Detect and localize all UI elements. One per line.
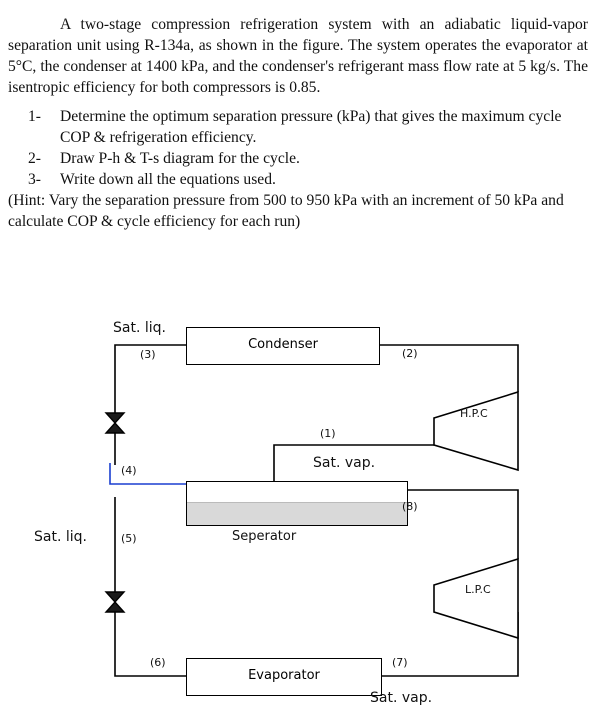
task-item: 2- Draw P-h & T-s diagram for the cycle. <box>8 148 588 169</box>
state-label-5: (5) <box>121 532 137 545</box>
problem-intro: A two-stage compression refrigeration sy… <box>8 16 588 96</box>
problem-text: A two-stage compression refrigeration sy… <box>8 14 588 232</box>
task-number: 3- <box>28 171 41 188</box>
upper-expansion-valve <box>104 412 126 434</box>
state-label-4: (4) <box>121 464 137 477</box>
hint-text: (Hint: Vary the separation pressure from… <box>8 192 564 230</box>
evaporator-box: Evaporator <box>186 658 382 696</box>
task-item: 3- Write down all the equations used. <box>8 169 588 190</box>
pipe-condenser-to-hpc <box>378 344 519 392</box>
task-number: 1- <box>28 108 41 125</box>
separator-box <box>186 481 408 526</box>
lower-expansion-valve <box>104 591 126 613</box>
lpc-shape <box>433 557 519 640</box>
pipe-liquid-into-separator <box>109 463 186 485</box>
state-label-7: (7) <box>392 656 408 669</box>
state-label-8: (8) <box>402 500 418 513</box>
refrigeration-cycle-diagram: Condenser Evaporator Seperator H.P.C L.P… <box>0 300 595 706</box>
task-number: 2- <box>28 150 41 167</box>
sat-liq-mid-label: Sat. liq. <box>34 529 87 545</box>
sat-vap-label: Sat. vap. <box>313 455 376 471</box>
pipe-condenser-to-valve <box>114 344 186 413</box>
hpc-shape <box>433 390 519 472</box>
separator-label: Seperator <box>232 529 297 544</box>
task-item: 1- Determine the optimum separation pres… <box>8 106 588 148</box>
lpc-label: L.P.C <box>465 583 491 596</box>
separator-liquid <box>187 502 407 525</box>
evaporator-label: Evaporator <box>248 668 320 683</box>
condenser-box: Condenser <box>186 327 380 365</box>
sat-liq-top-label: Sat. liq. <box>113 320 166 336</box>
pipe-lpc-to-separator <box>406 489 519 559</box>
diagram-piping <box>104 344 519 677</box>
task-text: Write down all the equations used. <box>60 171 276 188</box>
task-list: 1- Determine the optimum separation pres… <box>8 106 588 190</box>
state-label-6: (6) <box>150 656 166 669</box>
sat-vap-bottom-label: Sat. vap. <box>370 690 433 706</box>
task-text: Determine the optimum separation pressur… <box>60 108 562 146</box>
task-text: Draw P-h & T-s diagram for the cycle. <box>60 150 300 167</box>
state-label-1: (1) <box>320 427 336 440</box>
condenser-label: Condenser <box>248 337 318 352</box>
state-label-3: (3) <box>140 348 156 361</box>
pipe-separator-vapor-to-hpc <box>273 444 434 490</box>
hpc-label: H.P.C <box>460 407 488 420</box>
pipe-lower-valve-to-evaporator <box>114 612 186 677</box>
state-label-2: (2) <box>402 347 418 360</box>
